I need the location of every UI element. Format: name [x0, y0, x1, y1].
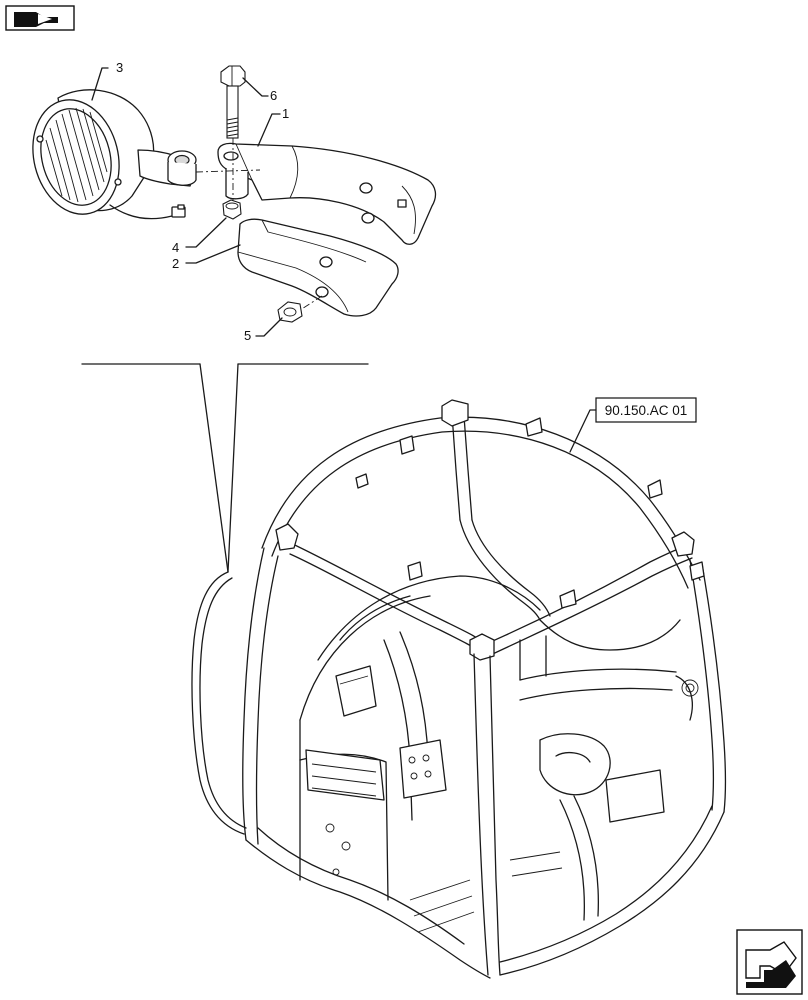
reference-label[interactable]: 90.150.AC 01: [595, 397, 697, 423]
callout-2: 2: [172, 256, 179, 271]
clamp-plate: [237, 218, 399, 317]
callout-3: 3: [116, 60, 123, 75]
callout-5-leader: [255, 317, 283, 337]
mounting-bracket: [217, 142, 437, 245]
detail-leader-lines: [81, 363, 369, 573]
next-page-arrow-icon[interactable]: [736, 929, 803, 995]
callout-1: 1: [282, 106, 289, 121]
cab-frame: [191, 399, 727, 979]
reference-leader: [569, 409, 597, 453]
work-lamp: [32, 89, 197, 220]
callout-4-leader: [185, 217, 227, 248]
callout-1-leader: [257, 113, 281, 147]
book-arrow-icon[interactable]: [5, 5, 75, 31]
callout-4: 4: [172, 240, 179, 255]
callout-3-leader: [91, 67, 109, 101]
callout-5: 5: [244, 328, 251, 343]
callout-6-leader: [242, 77, 269, 97]
reference-label-text: 90.150.AC 01: [605, 403, 688, 418]
nut-4: [222, 199, 242, 220]
callout-6: 6: [270, 88, 277, 103]
callout-2-leader: [185, 244, 241, 264]
bolt: [220, 65, 246, 139]
